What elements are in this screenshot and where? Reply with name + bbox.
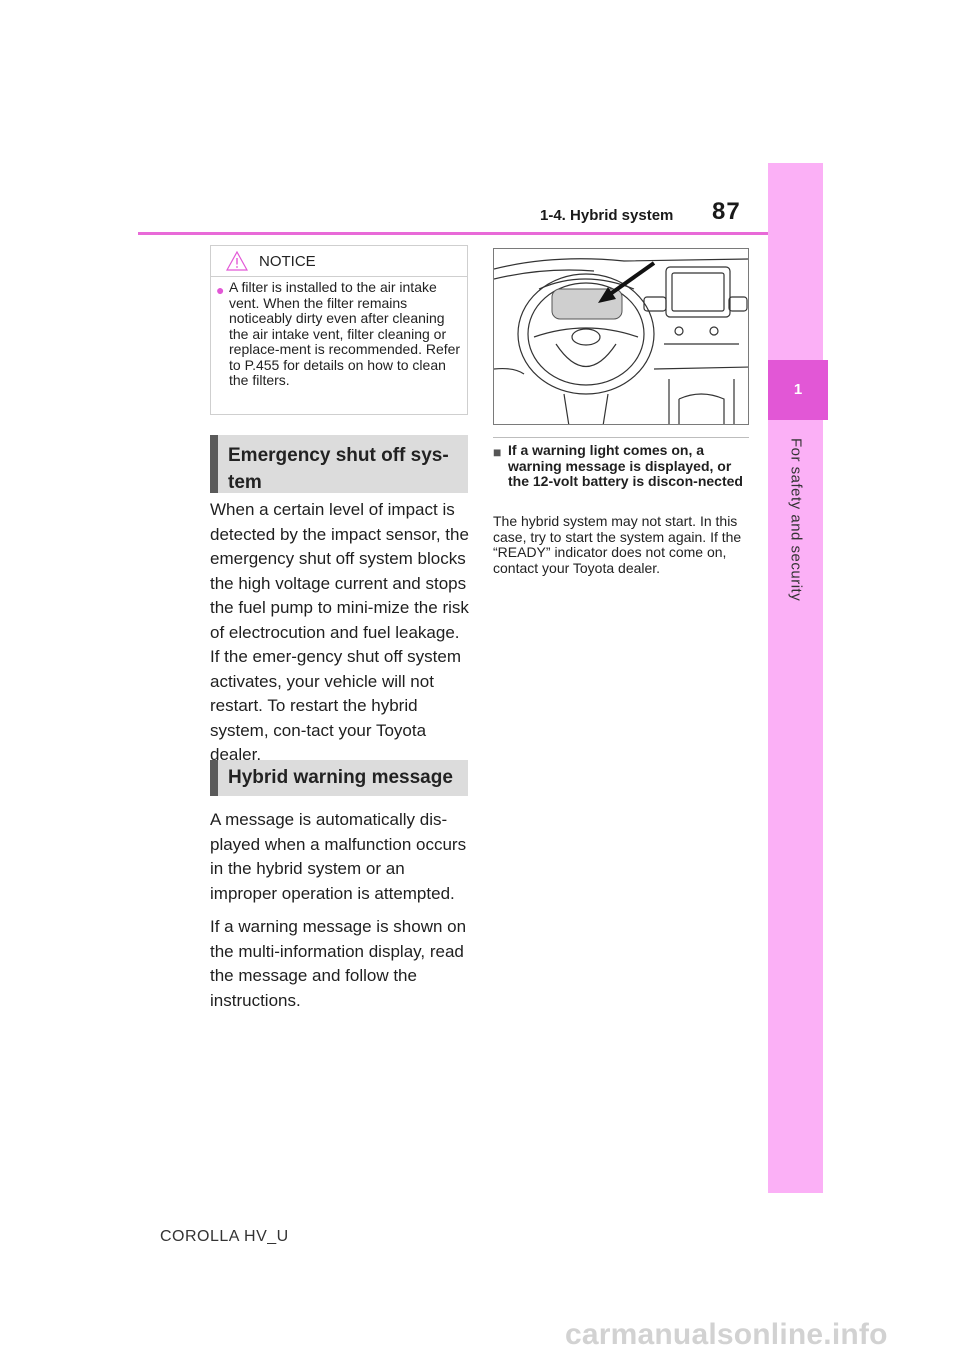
chapter-title-text: For safety and security [787, 438, 805, 602]
header-rule [138, 232, 768, 235]
notice-header: NOTICE [211, 246, 467, 277]
chapter-side-tab [768, 163, 823, 1193]
notice-bullet: ● [216, 282, 225, 298]
hybrid-warning-heading: Hybrid warning message [210, 760, 468, 796]
notice-box: NOTICE ● A filter is installed to the ai… [210, 245, 468, 415]
emergency-heading: Emergency shut off sys-tem [210, 435, 468, 493]
hybrid-warning-body-2: If a warning message is shown on the mul… [210, 917, 467, 1010]
chapter-number-box [768, 360, 828, 420]
emergency-heading-text: Emergency shut off sys-tem [228, 445, 449, 493]
section-title: 1-4. Hybrid system [540, 207, 674, 224]
notice-text: A filter is installed to the air intake … [229, 279, 461, 388]
chapter-number: 1 [793, 381, 803, 398]
subsection-marker: ■ [493, 444, 502, 460]
chapter-title: For safety and security [770, 420, 822, 620]
hybrid-warning-body-1: A message is automatically dis-played wh… [210, 810, 467, 903]
watermark: carmanualsonline.info [565, 1318, 888, 1351]
emergency-body: When a certain level of impact is detect… [210, 500, 469, 764]
dashboard-illustration [493, 248, 749, 425]
notice-title: NOTICE [259, 253, 316, 270]
figure-rule [493, 437, 749, 438]
page-number: 87 [712, 198, 741, 225]
warning-triangle-icon [226, 251, 248, 271]
hybrid-warning-heading-text: Hybrid warning message [228, 767, 453, 788]
footer-model: COROLLA HV_U [160, 1228, 289, 1245]
subsection-body: The hybrid system may not start. In this… [493, 513, 742, 576]
dashboard-illustration-icon [494, 258, 748, 424]
subsection-heading: If a warning light comes on, a warning m… [508, 442, 743, 489]
